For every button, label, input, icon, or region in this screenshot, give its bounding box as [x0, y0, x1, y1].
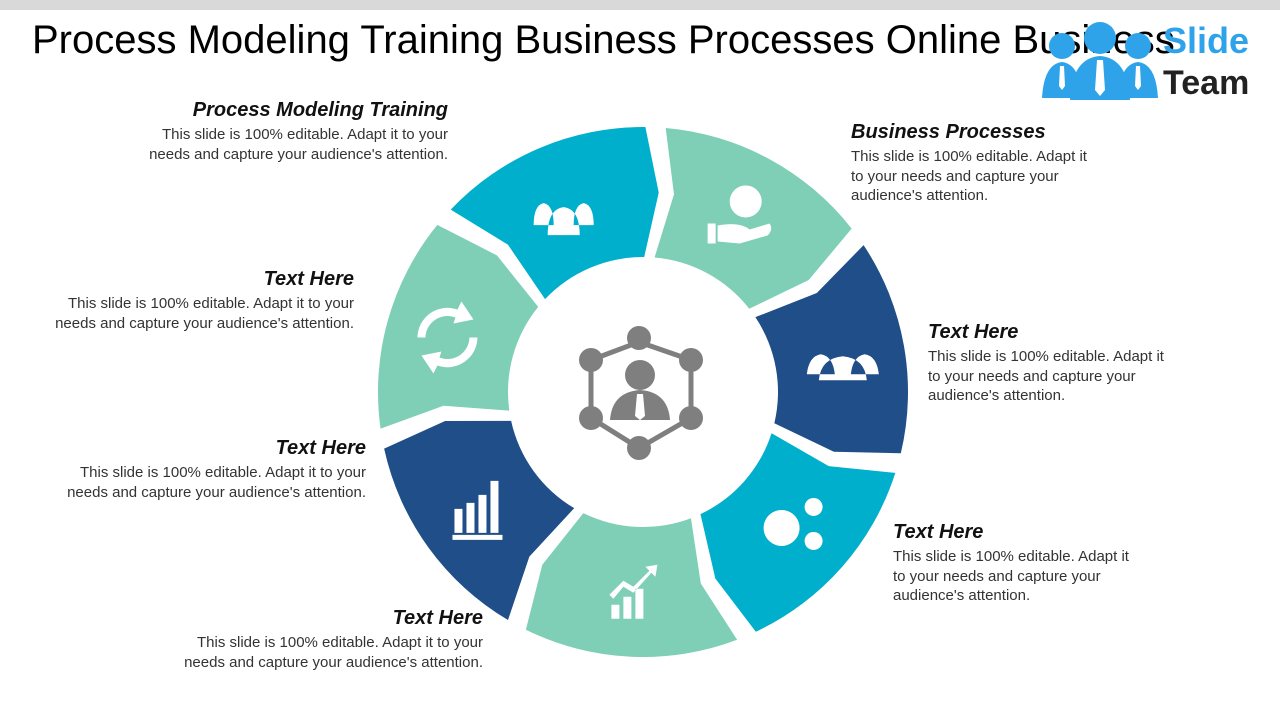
block-heading: Text Here — [392, 607, 483, 629]
block-heading: Text Here — [275, 437, 366, 459]
top-bar — [0, 0, 1280, 10]
block-heading: Text Here — [928, 321, 1019, 343]
text-block-1: Process Modeling Training This slide is … — [148, 99, 448, 164]
block-heading: Text Here — [263, 268, 354, 290]
text-block-3: Text Here This slide is 100% editable. A… — [928, 321, 1178, 406]
cycle-segment-5 — [525, 513, 738, 657]
slide-title: Process Modeling Training Business Proce… — [32, 18, 1175, 62]
block-body: This slide is 100% editable. Adapt it to… — [851, 148, 1087, 204]
block-body: This slide is 100% editable. Adapt it to… — [67, 464, 366, 501]
team-logo-icon — [1042, 22, 1158, 100]
cycle-segment-3 — [755, 245, 908, 454]
person-network-icon — [579, 326, 703, 460]
block-body: This slide is 100% editable. Adapt it to… — [184, 634, 483, 671]
gears-icon — [763, 497, 823, 550]
block-body: This slide is 100% editable. Adapt it to… — [149, 126, 448, 163]
text-block-2: Business Processes This slide is 100% ed… — [851, 121, 1101, 206]
bar-chart-icon — [452, 480, 503, 540]
logo-text-team: Team — [1163, 64, 1250, 102]
slideteam-logo: Slide Team — [1040, 18, 1270, 102]
recycle-arrows-icon — [417, 301, 478, 374]
block-body: This slide is 100% editable. Adapt it to… — [893, 548, 1129, 604]
dollar-growth-chart-icon — [609, 564, 658, 619]
logo-text-slide: Slide — [1163, 20, 1250, 61]
business-team-icon — [806, 354, 879, 381]
block-heading: Text Here — [893, 521, 984, 543]
block-body: This slide is 100% editable. Adapt it to… — [55, 295, 354, 332]
text-block-4: Text Here This slide is 100% editable. A… — [893, 521, 1143, 606]
cycle-segment-2 — [654, 127, 852, 309]
block-heading: Process Modeling Training — [192, 99, 448, 121]
text-block-7: Text Here This slide is 100% editable. A… — [54, 268, 354, 333]
cycle-segment-7 — [377, 224, 539, 429]
block-heading: Business Processes — [851, 121, 1046, 143]
text-block-6: Text Here This slide is 100% editable. A… — [66, 437, 366, 502]
text-block-5: Text Here This slide is 100% editable. A… — [183, 607, 483, 685]
users-group-icon — [533, 203, 594, 236]
block-body: This slide is 100% editable. Adapt it to… — [928, 348, 1164, 404]
hand-gear-icon — [707, 185, 772, 244]
